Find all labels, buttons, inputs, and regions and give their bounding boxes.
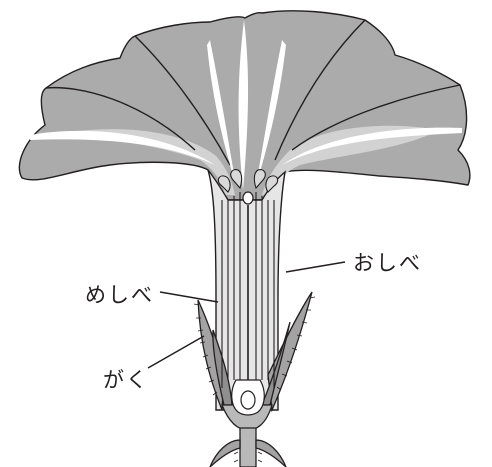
stamen-label: おしべ bbox=[353, 253, 422, 274]
calyx-leader-line bbox=[148, 336, 204, 368]
pistil-leader-line bbox=[160, 292, 218, 302]
stigma bbox=[243, 192, 253, 204]
pistil-label: めしべ bbox=[85, 285, 154, 306]
ovule bbox=[241, 391, 255, 409]
stamen-leader-line bbox=[286, 262, 345, 272]
stem bbox=[240, 428, 256, 467]
calyx-label: がく bbox=[103, 370, 149, 391]
